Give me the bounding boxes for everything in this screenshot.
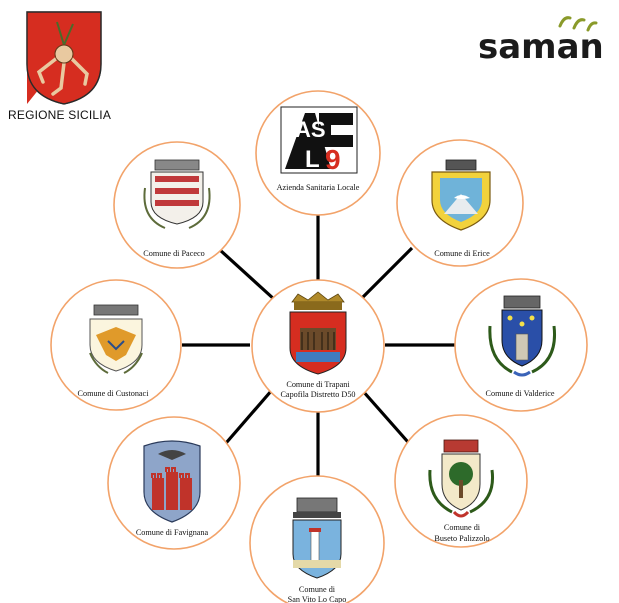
connector-erice bbox=[360, 246, 414, 300]
node-erice: Comune di Erice bbox=[396, 139, 524, 267]
paceco-label: Comune di Paceco bbox=[143, 249, 204, 258]
sanvito-label-line-1: Comune di bbox=[299, 585, 336, 594]
node-custonaci: Comune di Custonaci bbox=[50, 279, 182, 411]
connectors bbox=[182, 214, 455, 478]
valderice-label: Comune di Valderice bbox=[486, 389, 555, 398]
brand-label: saman bbox=[478, 27, 604, 67]
node-asl: AS L 9 Azienda Sanitaria Locale bbox=[255, 90, 381, 216]
paceco-crest-icon bbox=[143, 159, 211, 229]
valderice-crest-icon bbox=[488, 295, 557, 377]
connector-paceco bbox=[218, 248, 277, 302]
connector-buseto bbox=[360, 388, 417, 452]
san-vito-crest-icon bbox=[292, 497, 342, 579]
region-label: REGIONE SICILIA bbox=[8, 108, 112, 122]
buseto-label-line-1: Comune di bbox=[444, 523, 481, 532]
buseto-crest-icon bbox=[428, 439, 495, 518]
asl-logo-text-as: AS bbox=[295, 117, 326, 142]
node-buseto: Comune di Buseto Palizzolo bbox=[394, 414, 528, 548]
erice-label: Comune di Erice bbox=[434, 249, 490, 258]
erice-crest-icon bbox=[431, 159, 491, 231]
trapani-label-line-2: Capofila Distretto D50 bbox=[280, 390, 355, 399]
favignana-crest-icon bbox=[143, 440, 201, 523]
custonaci-crest-icon bbox=[89, 304, 143, 374]
sanvito-label-line-2: San Vito Lo Capo bbox=[288, 595, 347, 603]
asl-logo-text-9: 9 bbox=[325, 144, 341, 175]
node-favignana: Comune di Favignana bbox=[107, 416, 241, 550]
asl-logo-text-l: L bbox=[305, 146, 320, 173]
custonaci-label: Comune di Custonaci bbox=[78, 389, 150, 398]
trapani-crest-icon bbox=[289, 291, 347, 375]
node-sanvito: Comune di San Vito Lo Capo bbox=[249, 475, 385, 603]
sprout-icon bbox=[558, 16, 598, 32]
node-paceco: Comune di Paceco bbox=[113, 141, 241, 269]
node-valderice: Comune di Valderice bbox=[454, 278, 588, 412]
connector-favignana bbox=[218, 388, 274, 452]
trapani-label-line-1: Comune di Trapani bbox=[286, 380, 350, 389]
saman-logo: saman bbox=[478, 16, 604, 67]
favignana-label: Comune di Favignana bbox=[136, 528, 209, 537]
buseto-label-line-2: Buseto Palizzolo bbox=[434, 534, 489, 543]
sicily-shield-icon bbox=[26, 11, 102, 105]
asl9-logo-icon: AS L 9 bbox=[280, 106, 358, 175]
asl-label: Azienda Sanitaria Locale bbox=[277, 183, 360, 192]
node-trapani-center: Comune di Trapani Capofila Distretto D50 bbox=[251, 279, 385, 413]
